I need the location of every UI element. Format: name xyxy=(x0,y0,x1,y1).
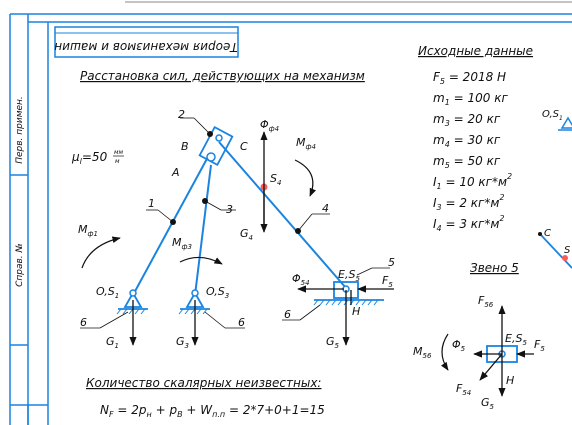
svg-text:H: H xyxy=(506,374,514,387)
svg-text:Φф4: Φф4 xyxy=(260,118,279,133)
right-partial-diagram: O,S1 C S xyxy=(538,109,572,269)
svg-text:C: C xyxy=(544,228,551,239)
left-frame xyxy=(9,13,572,425)
svg-text:1: 1 xyxy=(148,197,155,210)
svg-text:6: 6 xyxy=(80,316,87,329)
svg-text:G3: G3 xyxy=(176,335,189,350)
svg-text:5: 5 xyxy=(388,256,395,269)
svg-text:G1: G1 xyxy=(106,335,119,350)
svg-text:мм: мм xyxy=(114,149,124,156)
svg-text:F5: F5 xyxy=(382,274,393,289)
initial-data-item: m3 = 20 кг xyxy=(433,112,501,128)
joint-top xyxy=(215,134,223,142)
svg-text:Mф3: Mф3 xyxy=(172,236,192,251)
svg-text:F5: F5 xyxy=(534,338,545,353)
title-text: Теория механизмов и машин xyxy=(54,40,238,54)
initial-data-list: F5 = 2018 Н m1 = 100 кг m3 = 20 кг m4 = 30 … xyxy=(433,70,512,233)
scale-label: μl=50 мм м xyxy=(71,149,124,166)
initial-data-title: Исходные данные xyxy=(418,44,533,58)
svg-text:E,S5: E,S5 xyxy=(505,332,527,347)
link5-labels: F56 E,S5 Φ5 F5 M56 F54 H G5 xyxy=(413,294,545,411)
svg-text:C: C xyxy=(240,140,248,153)
unknowns-title: Количество скалярных неизвестных: xyxy=(86,376,321,390)
svg-text:G5: G5 xyxy=(481,396,495,411)
initial-data-item: m4 = 30 кг xyxy=(433,133,501,149)
svg-text:M56: M56 xyxy=(413,345,432,360)
slider-block-2 xyxy=(198,125,234,167)
section-title: Расстановка сил, действующих на механизм xyxy=(80,69,365,83)
svg-text:μl=50: μl=50 xyxy=(71,150,108,166)
svg-text:Φ54: Φ54 xyxy=(292,272,310,287)
mechanism-labels: 2 B C A S4 Φф4 Mф4 1 3 4 G4 Mф1 Mф3 O,S1… xyxy=(78,108,395,350)
link-3 xyxy=(194,164,212,296)
svg-text:6: 6 xyxy=(284,308,291,321)
moment-M1 xyxy=(81,236,121,269)
svg-text:G5: G5 xyxy=(326,335,340,350)
svg-text:Mф4: Mф4 xyxy=(296,136,316,151)
svg-text:O,S1: O,S1 xyxy=(96,285,119,300)
svg-text:S4: S4 xyxy=(270,172,281,187)
slider-5 xyxy=(313,281,384,306)
svg-text:E,S5: E,S5 xyxy=(338,268,360,283)
svg-text:3: 3 xyxy=(226,203,233,216)
title-box: Теория механизмов и машин xyxy=(54,26,239,58)
svg-text:G4: G4 xyxy=(240,227,253,242)
link-1 xyxy=(132,154,210,296)
initial-data-item: I4 = 3 кг*м2 xyxy=(433,214,504,233)
initial-data-item: m5 = 50 кг xyxy=(433,154,501,170)
svg-text:6: 6 xyxy=(238,316,245,329)
link5-title: Звено 5 xyxy=(470,261,519,275)
svg-text:Φ5: Φ5 xyxy=(452,338,466,353)
svg-text:2: 2 xyxy=(178,108,185,121)
moment-M4 xyxy=(294,159,317,197)
svg-text:F56: F56 xyxy=(478,294,494,309)
side-label-top: Перв. примен. xyxy=(15,96,25,164)
unknowns-formula: NF = 2pн + pВ + Wп.п = 2*7+0+1=15 xyxy=(100,403,325,419)
joint-B xyxy=(206,152,216,162)
initial-data-item: F5 = 2018 Н xyxy=(433,70,506,86)
initial-data-item: I3 = 2 кг*м2 xyxy=(433,193,504,212)
link-4 xyxy=(218,141,347,289)
moment-M3 xyxy=(179,256,223,265)
svg-text:S: S xyxy=(564,245,571,256)
svg-text:Mф1: Mф1 xyxy=(78,223,98,238)
mechanism-diagram xyxy=(80,117,394,346)
svg-text:B: B xyxy=(181,140,189,153)
initial-data-item: I1 = 10 кг*м2 xyxy=(433,172,512,191)
initial-data-item: m1 = 100 кг xyxy=(433,91,508,107)
svg-text:O,S1: O,S1 xyxy=(542,109,563,122)
link5-diagram xyxy=(441,305,534,397)
side-label-bottom: Справ. № xyxy=(15,243,25,287)
svg-text:O,S3: O,S3 xyxy=(206,285,229,300)
svg-text:F54: F54 xyxy=(456,382,471,397)
svg-text:H: H xyxy=(352,305,360,318)
svg-text:м: м xyxy=(115,158,120,165)
svg-text:4: 4 xyxy=(322,202,329,215)
svg-text:A: A xyxy=(171,166,180,179)
